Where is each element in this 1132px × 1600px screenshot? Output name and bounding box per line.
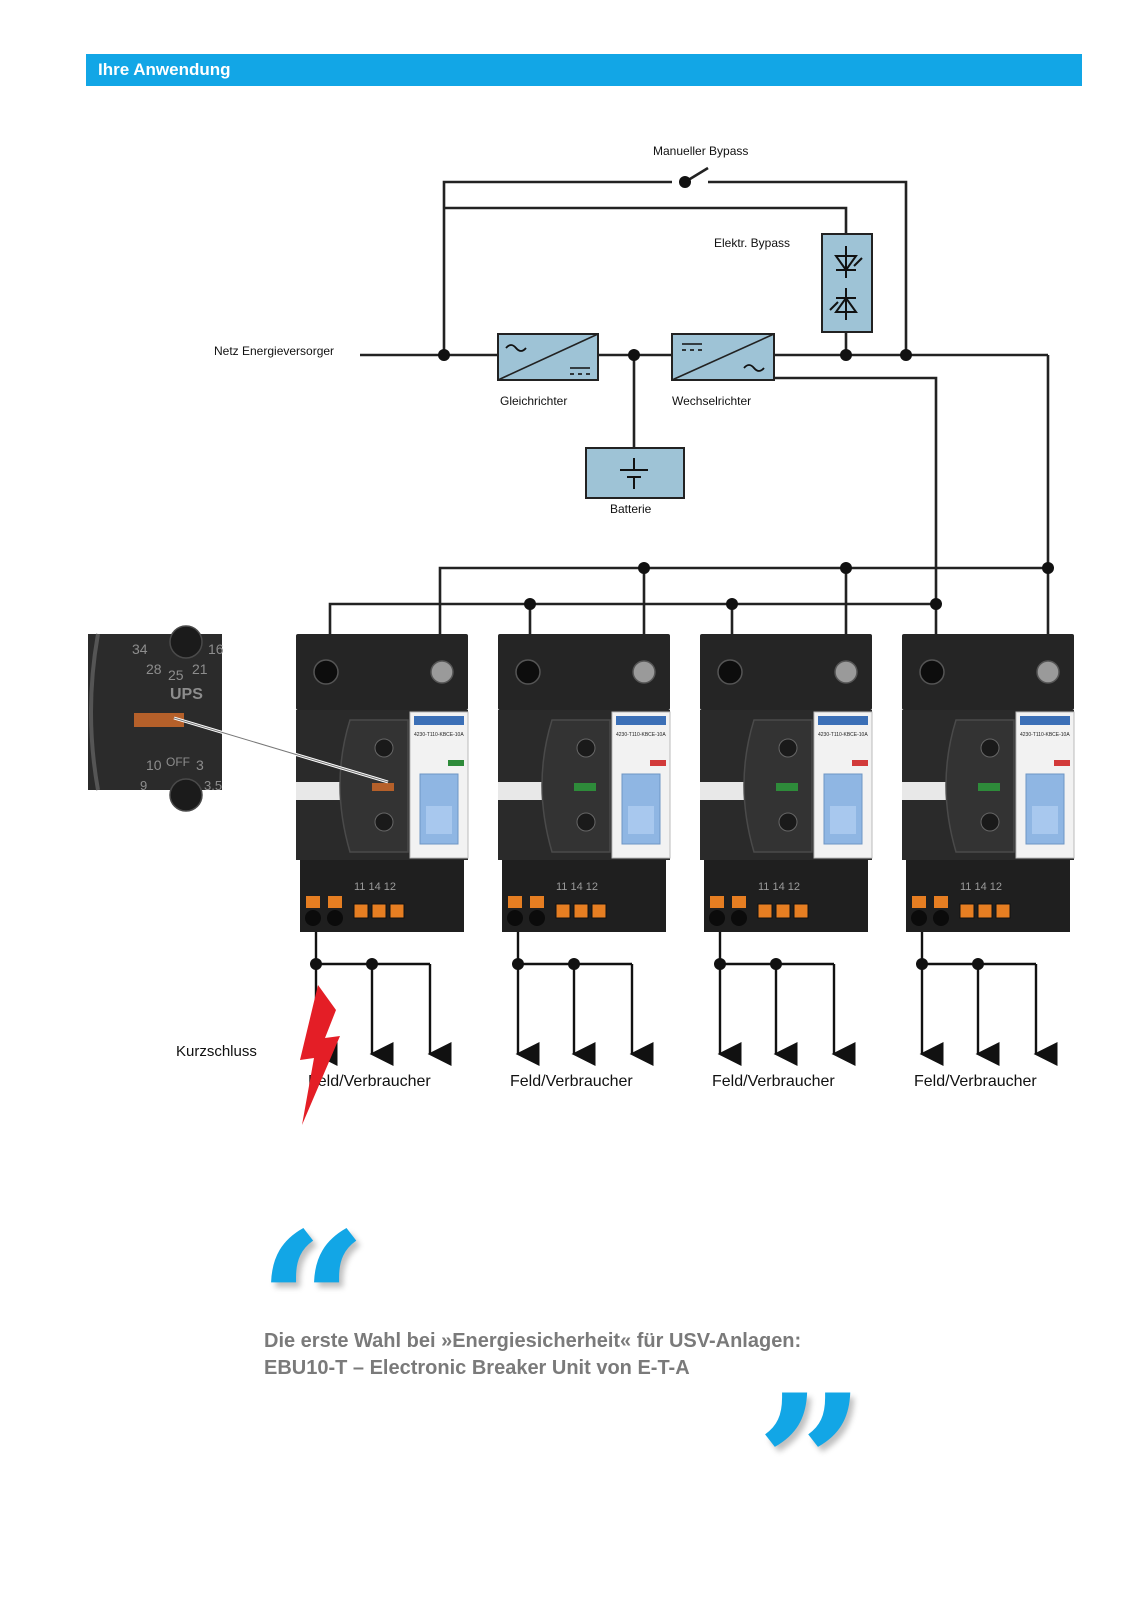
short-circuit-label: Kurzschluss	[176, 1043, 257, 1060]
rectifier-box	[497, 333, 599, 381]
inset-tick-label: 25	[168, 667, 184, 683]
terminal-numbers: 11 14 12	[354, 881, 396, 893]
eta-logo	[616, 716, 666, 725]
inset-tick-label: 34	[132, 641, 148, 657]
load-label: Feld/Verbraucher	[308, 1073, 431, 1090]
breaker-unit: 4230-T110-KBCE-10A 11 14 12	[498, 634, 671, 932]
terminal-numbers: 11 14 12	[960, 881, 1002, 893]
dc-symbol-icon	[570, 367, 590, 375]
status-indicator	[1054, 760, 1070, 766]
status-indicator	[978, 783, 1000, 791]
quote-line: EBU10-T – Electronic Breaker Unit von E-…	[264, 1357, 690, 1379]
breaker-type-label: 4230-T110-KBCE-10A	[818, 732, 868, 738]
electronic-bypass-box	[821, 233, 873, 333]
junction-dots	[438, 176, 1054, 610]
load-label: Feld/Verbraucher	[914, 1073, 1037, 1090]
open-quote-mark: “	[258, 1191, 368, 1414]
terminal-screw-icon	[632, 660, 656, 684]
inverter-box	[671, 333, 775, 381]
inset-tick-label: 16	[208, 641, 224, 657]
label-strip	[902, 782, 948, 800]
dc-symbol-icon	[682, 343, 702, 351]
terminal-screw-icon	[515, 659, 541, 685]
eta-logo	[818, 716, 868, 725]
inset-tick-label: 3.5	[204, 778, 222, 793]
page-section-title: Ihre Anwendung	[98, 60, 231, 79]
terminal-screw-icon	[313, 659, 339, 685]
inset-tick-label: 9	[140, 778, 147, 793]
load-label: Feld/Verbraucher	[712, 1073, 835, 1090]
breaker-unit: 4230-T110-KBCE-10A 11 14 12	[700, 634, 873, 932]
label-strip	[296, 782, 342, 800]
dial-inset-zoom: 34 16 28 25 21 UPS 10 OFF 3 9 3.5	[88, 625, 389, 812]
terminal-numbers: 11 14 12	[556, 881, 598, 893]
eta-logo	[1020, 716, 1070, 725]
rectifier-label: Gleichrichter	[500, 394, 567, 408]
inset-tick-label: 21	[192, 661, 208, 677]
status-indicator	[852, 760, 868, 766]
inset-tick-label: 10	[146, 757, 162, 773]
terminal-screw-icon	[919, 659, 945, 685]
breaker-type-label: 4230-T110-KBCE-10A	[1020, 732, 1070, 738]
breaker-unit: 4230-T110-KBCE-10A 11 14 12	[902, 634, 1075, 932]
quote-text: Die erste Wahl bei »Energiesicherheit« f…	[264, 1328, 801, 1382]
load-output	[717, 932, 856, 1066]
thyristor-icon	[834, 246, 863, 278]
terminal-numbers: 11 14 12	[758, 881, 800, 893]
battery-label: Batterie	[610, 502, 652, 516]
status-indicator	[448, 760, 464, 766]
eta-logo	[414, 716, 464, 725]
quote-line: Die erste Wahl bei »Energiesicherheit« f…	[264, 1330, 802, 1352]
label-strip	[498, 782, 544, 800]
status-indicator	[650, 760, 666, 766]
breaker-type-label: 4230-T110-KBCE-10A	[616, 732, 666, 738]
load-outputs: Feld/Verbraucher Feld/Verbraucher Feld/Ver…	[308, 932, 1058, 1090]
lightning-bolt-icon	[300, 985, 340, 1125]
terminal-screw-icon	[1036, 660, 1060, 684]
label-strip	[700, 782, 746, 800]
grid-supply-label: Netz Energieversorger	[214, 344, 334, 358]
thyristor-icon	[829, 288, 858, 320]
header-bar: Ihre Anwendung	[86, 54, 1082, 86]
inverter-label: Wechselrichter	[672, 394, 751, 408]
inset-off-label: OFF	[166, 755, 190, 769]
status-indicator	[372, 783, 394, 791]
load-label: Feld/Verbraucher	[510, 1073, 633, 1090]
short-circuit: Kurzschluss	[176, 985, 340, 1125]
inset-tick-label: 28	[146, 661, 162, 677]
electronic-bypass-label: Elektr. Bypass	[714, 236, 790, 250]
inset-tick-label: 3	[196, 757, 204, 773]
load-output	[313, 932, 452, 1066]
load-output	[515, 932, 654, 1066]
status-indicator	[776, 783, 798, 791]
terminal-screw-icon	[430, 660, 454, 684]
status-indicator	[574, 783, 596, 791]
manual-bypass-label: Manueller Bypass	[653, 144, 748, 158]
battery-box	[585, 447, 685, 499]
ac-symbol-icon	[505, 344, 527, 352]
battery-symbol-icon	[620, 458, 648, 489]
breaker-unit: 4230-T110-KBCE-10A 11 14 12	[296, 634, 469, 932]
load-output	[919, 932, 1058, 1066]
ac-symbol-icon	[743, 364, 765, 372]
inset-ups-label: UPS	[170, 686, 203, 703]
breaker-type-label: 4230-T110-KBCE-10A	[414, 732, 464, 738]
close-quote-mark: ”	[756, 1353, 866, 1576]
terminal-screw-icon	[717, 659, 743, 685]
terminal-screw-icon	[834, 660, 858, 684]
